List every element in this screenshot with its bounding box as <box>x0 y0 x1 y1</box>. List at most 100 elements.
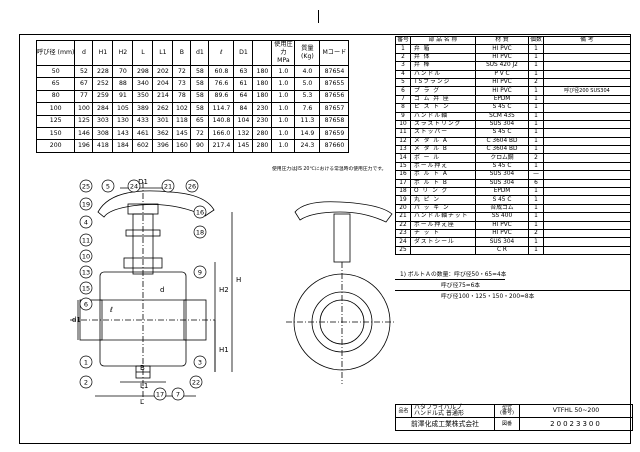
parts-cell: 17 <box>395 178 411 189</box>
parts-cell: C 3604 BD <box>475 136 529 147</box>
balloon-circle <box>127 179 141 193</box>
parts-cell: O リ ン グ <box>410 187 476 197</box>
dimension-cell: 145 <box>233 139 254 153</box>
dimension-cell: 196 <box>74 139 94 153</box>
footnote-bolt-a-line2: 呼び径75=6本 <box>441 283 481 289</box>
dim-label-D1: D1 <box>138 178 148 186</box>
parts-cell: 22 <box>395 220 411 231</box>
dimension-cell: 433 <box>132 114 154 128</box>
dimension-cell: 105 <box>112 102 134 116</box>
dimension-cell: 166.0 <box>208 126 235 141</box>
parts-cell: 2 <box>528 228 544 239</box>
parts-table-header: 番号 部 品 名 称 材 質 個数 備 考 <box>395 35 631 46</box>
balloon-circle <box>189 375 203 389</box>
balloon-label: 10 <box>82 252 90 260</box>
dimension-cell: 602 <box>132 139 154 153</box>
balloon-label: 21 <box>164 182 172 190</box>
parts-cell: メ タ ル B <box>410 145 476 155</box>
parts-cell: 18 <box>395 187 411 197</box>
parts-header-no: 番号 <box>395 35 411 46</box>
dimension-cell: 1.0 <box>271 102 296 116</box>
balloon-circle <box>193 225 207 239</box>
parts-cell: 1 <box>528 86 544 96</box>
dimension-cell: 61 <box>233 77 254 91</box>
parts-cell: SUS 304 <box>475 170 529 180</box>
balloon-label: 19 <box>82 200 90 208</box>
dimension-cell: 104 <box>233 114 254 128</box>
footnote-bolt-a-line1: 1) ボルトＡの数量：呼び径50・65=4本 <box>400 272 507 278</box>
balloon-circle <box>79 355 93 369</box>
parts-cell <box>543 61 631 71</box>
header-mass: 質量 (Kg) <box>294 40 321 66</box>
parts-cell: ボ ー ル <box>410 153 476 163</box>
parts-cell: 1 <box>528 220 544 231</box>
parts-cell: 丸 ピ ン <box>410 195 476 205</box>
dimension-table-header: 呼び径 (mm) d H1 H2 L L1 B d1 ℓ D1 使用圧力 MPa… <box>35 40 350 66</box>
dim-label-l-small: ℓ <box>109 306 113 314</box>
parts-cell: 7 <box>395 94 411 105</box>
dimension-cell: 160 <box>172 139 192 153</box>
parts-cell: 1 <box>528 136 544 147</box>
parts-cell: P V C <box>475 69 529 79</box>
dim-label-L1: L1 <box>140 382 148 390</box>
parts-cell <box>543 195 631 205</box>
header-h1: H1 <box>92 40 114 66</box>
parts-cell: 6 <box>395 86 411 96</box>
parts-cell <box>543 128 631 138</box>
title-company: 前澤化成工業株式会社 <box>395 417 495 431</box>
parts-cell: ナ ッ ト <box>410 228 476 239</box>
parts-cell: 弁 棒 <box>410 61 476 71</box>
dimension-cell: 91 <box>112 89 134 104</box>
dimension-cell: 150 <box>35 126 76 141</box>
dimension-cell: 87658 <box>319 114 350 128</box>
balloon-label: 6 <box>84 300 88 308</box>
balloon-label: 26 <box>188 182 196 190</box>
dimension-cell: 145 <box>172 126 192 141</box>
parts-header-name: 部 品 名 称 <box>410 35 476 46</box>
dimension-cell: 76.6 <box>208 77 235 91</box>
balloon-label: 24 <box>130 182 138 190</box>
parts-cell: S 45 C <box>475 128 529 138</box>
sheet-center-mark <box>318 10 319 23</box>
parts-cell <box>543 69 631 79</box>
parts-cell: 合成ゴム <box>475 203 529 214</box>
dimension-cell: 4.0 <box>294 64 321 79</box>
balloon-circle <box>101 179 115 193</box>
dimension-cell: 125 <box>74 114 94 128</box>
balloon-label: 15 <box>82 284 90 292</box>
title-block: 品名 バタフライバルブ ハンドル式 普通形 型式 (番号) VTFHL 50~2… <box>395 404 633 431</box>
balloon-label: 4 <box>84 218 88 226</box>
header-D1: D1 <box>233 40 254 66</box>
parts-cell <box>543 212 631 222</box>
parts-cell: 14 <box>395 153 411 163</box>
balloon-circle <box>171 387 185 401</box>
balloon-circle <box>153 387 167 401</box>
parts-cell: ハンドル軸ナット <box>410 212 476 222</box>
dimension-cell: 24.3 <box>294 139 321 153</box>
dimension-cell: 230 <box>252 102 273 116</box>
dimension-cell: 1.0 <box>271 126 296 141</box>
dimension-cell: 217.4 <box>208 139 235 153</box>
dimension-cell: 180 <box>252 77 273 91</box>
stopper-plate <box>125 229 161 237</box>
parts-cell <box>410 245 476 256</box>
dimension-cell: 340 <box>132 77 154 91</box>
parts-cell <box>543 228 631 239</box>
parts-cell: 1 <box>528 111 544 121</box>
dimension-cell: 89.6 <box>208 89 235 104</box>
balloon-label: 9 <box>198 268 202 276</box>
parts-cell: HI PVC <box>475 44 529 54</box>
parts-cell <box>543 237 631 247</box>
dim-label-B: B <box>140 364 145 372</box>
title-drawing-no: 20023300 <box>519 417 633 431</box>
dimension-cell: 50 <box>35 64 76 79</box>
dimension-cell: 180 <box>252 64 273 79</box>
parts-cell: クロム鋼 <box>475 153 529 163</box>
parts-cell: ボ ル ト A <box>410 170 476 180</box>
dimension-cell: 418 <box>92 139 114 153</box>
